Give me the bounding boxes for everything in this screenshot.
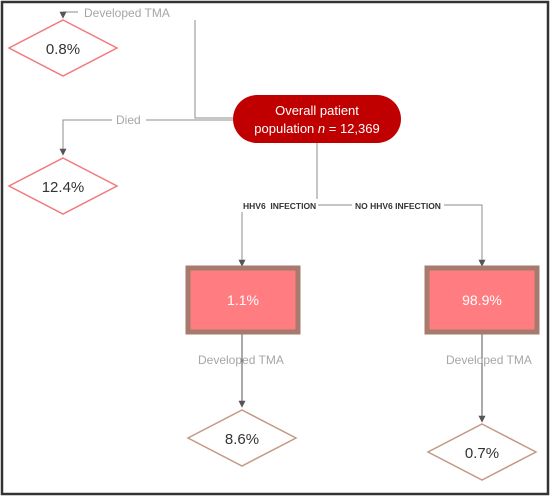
box-hhv6-shape [185,265,301,335]
label-bg-died [112,112,146,128]
diamond-no-hhv6-tma-value: 0.7% [465,445,499,462]
label-bg-hhv6 [240,199,318,212]
edge-label-hhv6-tma: Developed TMA [198,353,284,367]
root-line2-italic: n [318,121,325,136]
edge-labels: Developed TMA Died HHV6 INFECTION NO HHV… [78,4,532,367]
label-bg-overall-tma [78,4,196,20]
diamond-overall-tma-value: 0.8% [46,41,80,58]
edge-label-overall-tma: Developed TMA [84,6,170,20]
diamond-overall-tma-shape [7,19,119,77]
root-node-shape [233,95,401,143]
diamond-no-hhv6-tma-shape [426,423,538,481]
edge-label-died: Died [116,113,141,127]
root-node: Overall patient population n = 12,369 [233,95,401,143]
box-no-hhv6: 98.9% [424,265,540,335]
diamond-hhv6-tma-shape [186,409,298,467]
box-no-hhv6-shape [424,265,540,335]
box-hhv6: 1.1% [185,265,301,335]
connector-root-to-died [59,119,233,156]
diamond-no-hhv6-tma: 0.7% [426,423,538,481]
root-node-line2: population n = 12,369 [254,121,379,136]
edge-label-no-hhv6: NO HHV6 INFECTION [355,201,441,211]
diamond-died: 12.4% [7,157,119,215]
diamond-hhv6-tma: 8.6% [186,409,298,467]
root-line2-prefix: population [254,121,318,136]
edge-label-no-hhv6-tma: Developed TMA [446,353,532,367]
label-bg-no-hhv6 [352,199,444,212]
box-hhv6-value: 1.1% [227,292,259,308]
diamond-died-value: 12.4% [42,179,85,196]
diamond-hhv6-tma-value: 8.6% [225,431,259,448]
box-no-hhv6-value: 98.9% [462,292,502,308]
diamond-overall-tma: 0.8% [7,19,119,77]
edge-label-hhv6: HHV6 INFECTION [243,201,316,211]
root-line2-suffix: = 12,369 [325,121,380,136]
diamond-died-shape [7,157,119,215]
root-node-line1: Overall patient [275,103,359,118]
